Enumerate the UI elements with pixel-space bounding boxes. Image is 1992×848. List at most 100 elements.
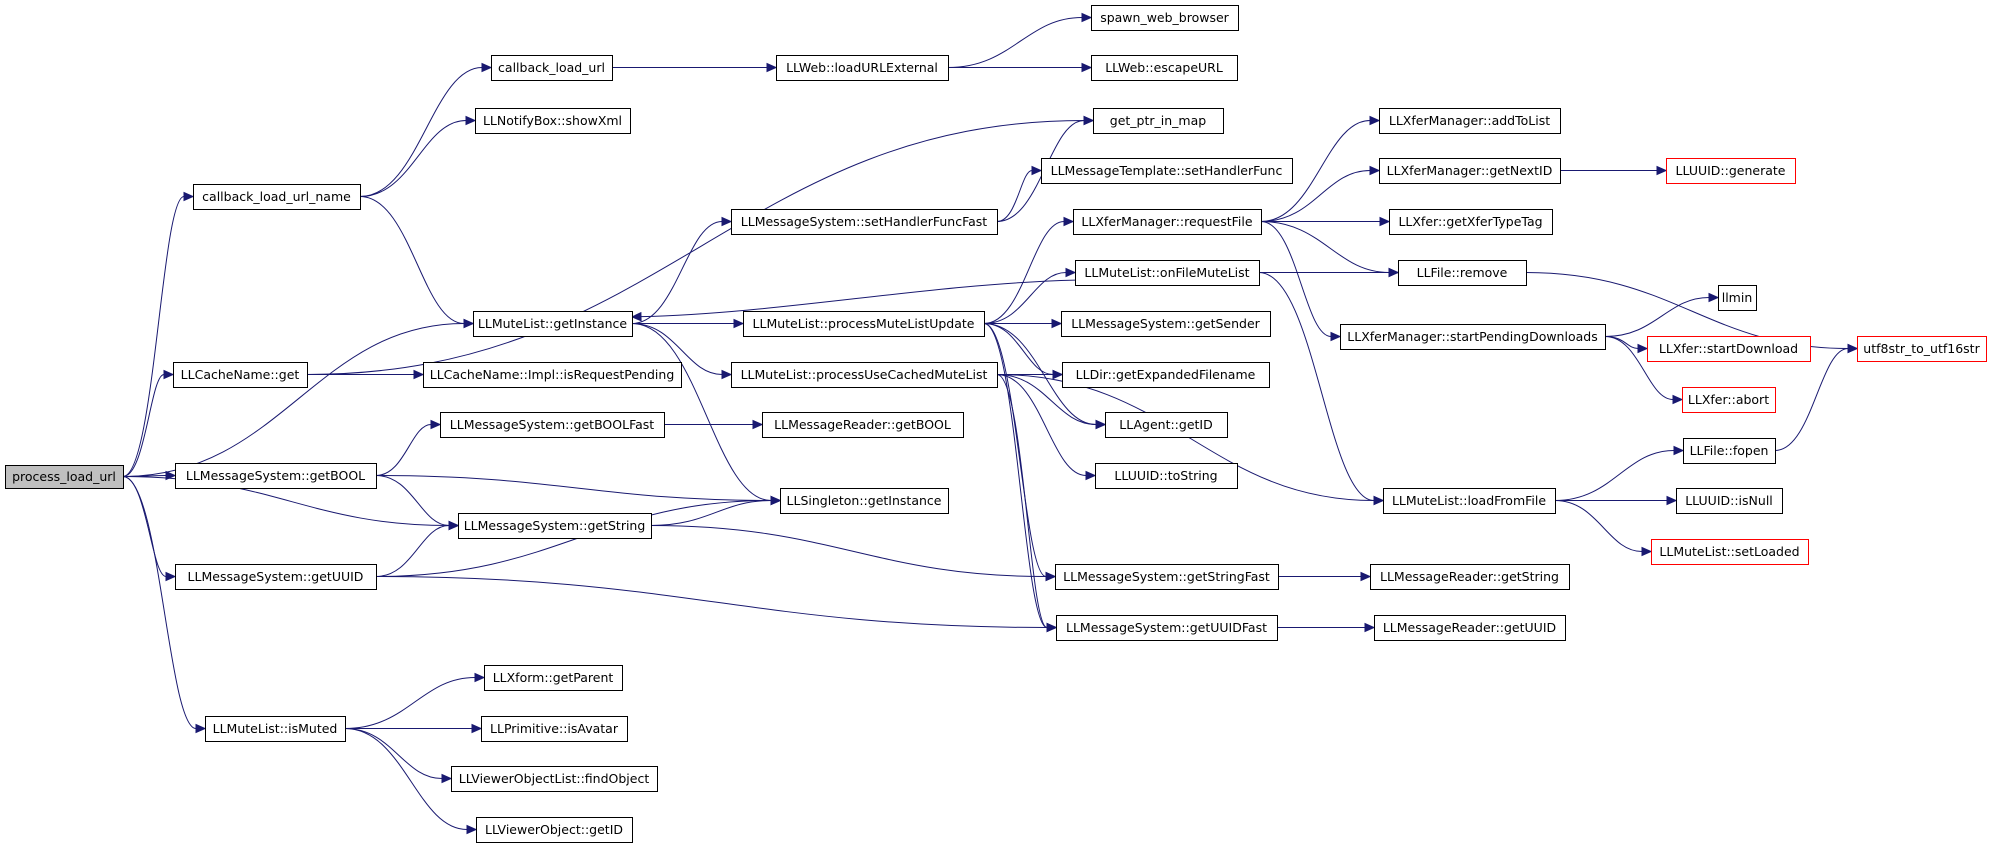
node-llxfer-getxfertypetag[interactable]: LLXfer::getXferTypeTag — [1389, 209, 1553, 235]
node-llmutelist-setloaded[interactable]: LLMuteList::setLoaded — [1651, 539, 1809, 565]
edge-line — [344, 728, 468, 830]
edge-llmutelist-ismuted-to-llviewerobjectlist-findobject — [344, 728, 453, 784]
node-llmessagesystem-sethandlerfuncfast[interactable]: LLMessageSystem::setHandlerFuncFast — [731, 209, 998, 235]
edge-line — [1260, 120, 1371, 222]
node-callback-load-url-name[interactable]: callback_load_url_name — [193, 184, 361, 210]
node-get-ptr-in-map[interactable]: get_ptr_in_map — [1093, 108, 1224, 134]
edge-llxfermanager-requestfile-to-llxfer-getxfertypetag — [1261, 216, 1391, 227]
edge-line — [640, 279, 1076, 318]
node-label: get_ptr_in_map — [1110, 113, 1206, 128]
node-label: LLMessageSystem::getUUID — [188, 569, 364, 584]
edge-llmessagesystem-getboolfast-to-llmessagereader-getbool — [663, 419, 764, 430]
node-box — [491, 55, 613, 81]
node-llxform-getparent[interactable]: LLXform::getParent — [484, 665, 623, 691]
node-label: LLMessageReader::getUUID — [1383, 620, 1556, 635]
node-llxfer-abort[interactable]: LLXfer::abort — [1682, 387, 1776, 413]
node-llweb-escapeurl[interactable]: LLWeb::escapeURL — [1091, 55, 1238, 81]
node-label: LLMessageSystem::getString — [464, 518, 646, 533]
node-llmessagetemplate-sethandlerfunc[interactable]: LLMessageTemplate::setHandlerFunc — [1041, 158, 1293, 184]
node-callback-load-url[interactable]: callback_load_url — [491, 55, 613, 81]
node-label: LLNotifyBox::showXml — [483, 113, 622, 128]
node-llmessagereader-getbool[interactable]: LLMessageReader::getBOOL — [762, 412, 964, 438]
edge-line — [1604, 336, 1674, 400]
edge-llweb-loadurlexternal-to-llweb-escapeurl — [948, 62, 1093, 73]
node-llmutelist-getinstance[interactable]: LLMuteList::getInstance — [473, 311, 633, 337]
edge-line — [375, 475, 450, 526]
node-llmessagesystem-getuuid[interactable]: LLMessageSystem::getUUID — [175, 564, 377, 590]
node-llweb-loadurlexternal[interactable]: LLWeb::loadURLExternal — [776, 55, 949, 81]
node-spawn-web-browser[interactable]: spawn_web_browser — [1091, 5, 1239, 31]
arrowhead — [1656, 165, 1668, 176]
edge-llmutelist-ismuted-to-llviewerobject-getid — [344, 728, 478, 835]
edge-llmutelist-onfilemutelist-to-llfile-remove — [1258, 267, 1400, 278]
node-box — [1651, 539, 1809, 565]
node-box — [1062, 362, 1270, 388]
edge-callback-load-url-name-to-callback-load-url — [359, 62, 493, 197]
node-llcachename-impl-isrequestpending[interactable]: LLCacheName::Impl::isRequestPending — [423, 362, 682, 388]
node-label: LLSingleton::getInstance — [787, 493, 942, 508]
node-llmessagesystem-getsender[interactable]: LLMessageSystem::getSender — [1061, 311, 1271, 337]
arrowhead — [1708, 292, 1720, 303]
node-lluuid-tostring[interactable]: LLUUID::toString — [1095, 463, 1238, 489]
node-llmutelist-onfilemutelist[interactable]: LLMuteList::onFileMuteList — [1075, 260, 1260, 286]
node-llmutelist-loadfromfile[interactable]: LLMuteList::loadFromFile — [1383, 488, 1556, 514]
edge-line — [122, 323, 465, 477]
edge-line — [631, 323, 772, 501]
node-llsingleton-getinstance[interactable]: LLSingleton::getInstance — [780, 488, 949, 514]
arrowhead — [630, 311, 642, 322]
edge-llxfermanager-requestfile-to-llxfermanager-addtolist — [1260, 115, 1381, 222]
node-llmessagesystem-getboolfast[interactable]: LLMessageSystem::getBOOLFast — [440, 412, 665, 438]
node-box — [1091, 55, 1238, 81]
node-box — [1093, 108, 1224, 134]
node-box — [1379, 158, 1561, 184]
node-llmutelist-processusecachedmutelist[interactable]: LLMuteList::processUseCachedMuteList — [731, 362, 998, 388]
node-llnotifybox-showxml[interactable]: LLNotifyBox::showXml — [475, 108, 631, 134]
node-llxfer-startdownload[interactable]: LLXfer::startDownload — [1647, 336, 1811, 362]
edge-line — [1554, 500, 1643, 552]
edge-llmessagesystem-getbool-to-llmessagesystem-getstring — [375, 475, 460, 531]
node-llmessagereader-getuuid[interactable]: LLMessageReader::getUUID — [1374, 615, 1566, 641]
node-llmessagesystem-getstringfast[interactable]: LLMessageSystem::getStringFast — [1055, 564, 1279, 590]
node-llprimitive-isavatar[interactable]: LLPrimitive::isAvatar — [481, 716, 628, 742]
node-llmessagesystem-getbool[interactable]: LLMessageSystem::getBOOL — [175, 463, 377, 489]
node-llmutelist-processmutelistupdate[interactable]: LLMuteList::processMuteListUpdate — [743, 311, 985, 337]
node-box — [1105, 412, 1228, 438]
node-llmessagesystem-getuuidfast[interactable]: LLMessageSystem::getUUIDFast — [1056, 615, 1278, 641]
node-llmessagesystem-getstring[interactable]: LLMessageSystem::getString — [458, 513, 652, 539]
node-llxfermanager-requestfile[interactable]: LLXferManager::requestFile — [1073, 209, 1262, 235]
node-llmin[interactable]: llmin — [1718, 285, 1757, 311]
node-label: LLXfer::abort — [1688, 392, 1769, 407]
node-box — [1075, 260, 1260, 286]
node-llmessagereader-getstring[interactable]: LLMessageReader::getString — [1370, 564, 1570, 590]
node-llfile-fopen[interactable]: LLFile::fopen — [1683, 438, 1776, 464]
node-llxfermanager-startpendingdownloads[interactable]: LLXferManager::startPendingDownloads — [1340, 324, 1606, 350]
edge-llmutelist-loadfromfile-to-llmutelist-setloaded — [1554, 500, 1653, 557]
edge-llmessagesystem-getuuid-to-llmessagesystem-getstring — [375, 520, 460, 577]
node-llviewerobjectlist-findobject[interactable]: LLViewerObjectList::findObject — [451, 766, 658, 792]
node-llagent-getid[interactable]: LLAgent::getID — [1105, 412, 1228, 438]
edge-line — [996, 374, 1048, 628]
node-box — [1370, 564, 1570, 590]
node-lluuid-generate[interactable]: LLUUID::generate — [1666, 158, 1796, 184]
node-process-load-url[interactable]: process_load_url — [5, 465, 124, 489]
node-llcachename-get[interactable]: LLCacheName::get — [173, 362, 308, 388]
arrowhead — [1360, 571, 1372, 582]
node-llmutelist-ismuted[interactable]: LLMuteList::isMuted — [205, 716, 346, 742]
node-llxfermanager-getnextid[interactable]: LLXferManager::getNextID — [1379, 158, 1561, 184]
arrowhead — [165, 571, 177, 582]
node-box — [1389, 209, 1553, 235]
node-llfile-remove[interactable]: LLFile::remove — [1398, 260, 1527, 286]
node-llxfermanager-addtolist[interactable]: LLXferManager::addToList — [1379, 108, 1561, 134]
node-box — [1374, 615, 1566, 641]
node-llviewerobject-getid[interactable]: LLViewerObject::getID — [476, 817, 633, 843]
arrowhead — [1672, 394, 1684, 405]
node-lluuid-isnull[interactable]: LLUUID::isNull — [1676, 488, 1783, 514]
edge-llmutelist-getinstance-to-llmutelist-processusecachedmutelist — [631, 323, 733, 380]
arrowhead — [165, 470, 177, 481]
node-utf8str-to-utf16str[interactable]: utf8str_to_utf16str — [1857, 336, 1987, 362]
node-box — [481, 716, 628, 742]
node-lldir-getexpandedfilename[interactable]: LLDir::getExpandedFilename — [1062, 362, 1270, 388]
node-label: LLFile::remove — [1417, 265, 1508, 280]
node-box — [1056, 615, 1278, 641]
